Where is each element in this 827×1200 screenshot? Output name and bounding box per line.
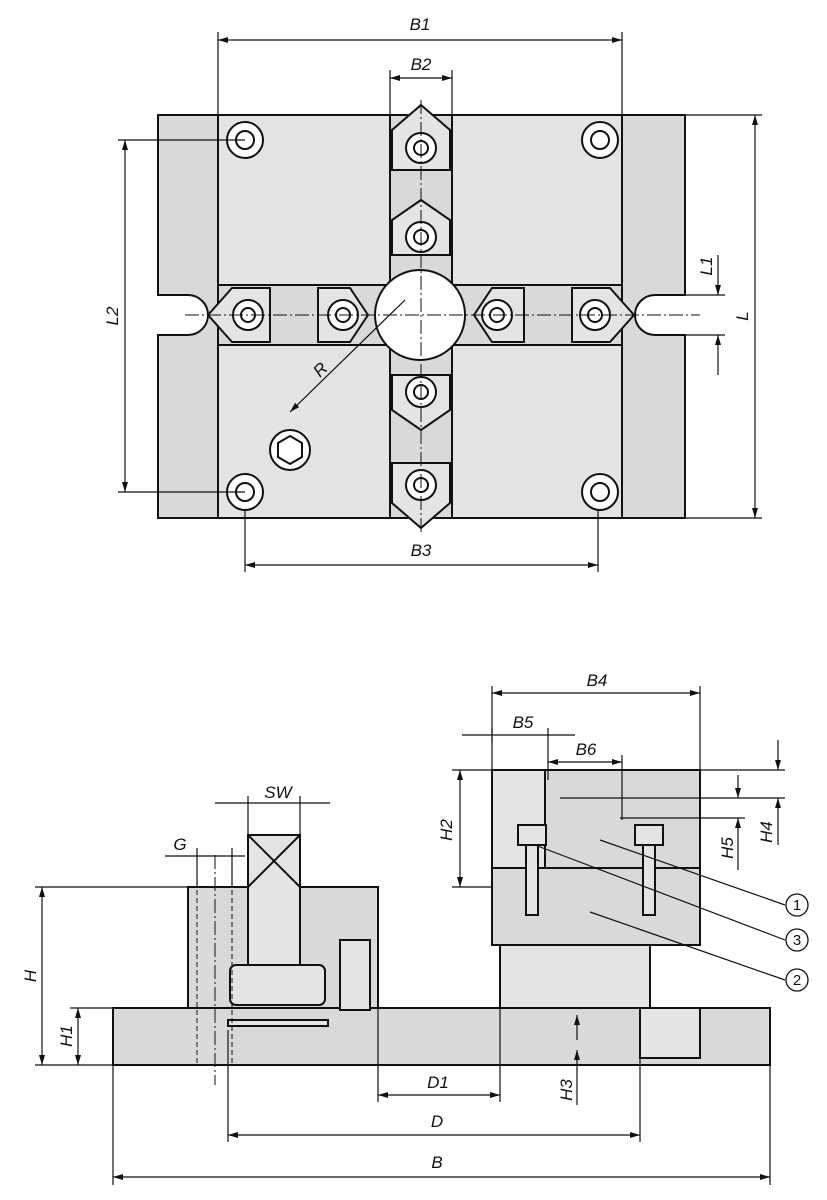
spindle	[247, 834, 301, 966]
dim-label-l: L	[733, 311, 752, 320]
side-view: B4 B5 B6 H2 H4 H5 SW G H H1 D1 H3 D	[21, 671, 809, 1185]
dim-label-sw: SW	[264, 783, 293, 802]
dim-label-h: H	[21, 969, 40, 982]
callout-2: 2	[785, 968, 809, 992]
svg-text:2: 2	[793, 972, 801, 989]
dim-label-h5: H5	[718, 837, 737, 859]
dim-label-h2: H2	[437, 819, 456, 841]
dim-label-d1: D1	[427, 1073, 449, 1092]
dim-label-b6: B6	[576, 740, 597, 759]
dim-label-b5: B5	[513, 713, 534, 732]
top-view: B1 B2 B3 L2 L L1 R	[103, 15, 762, 572]
dim-label-b4: B4	[587, 671, 608, 690]
svg-text:1: 1	[793, 897, 801, 914]
dim-label-l2: L2	[103, 306, 122, 325]
gear	[229, 964, 326, 1006]
hex-drive	[269, 429, 311, 471]
svg-text:3: 3	[793, 932, 801, 949]
dim-label-b3: B3	[411, 541, 432, 560]
dim-label-b1: B1	[410, 15, 431, 34]
dim-label-h1: H1	[57, 1025, 76, 1047]
dim-label-d: D	[431, 1112, 443, 1131]
dim-label-l1: L1	[697, 257, 716, 276]
pin	[339, 939, 371, 1011]
dim-label-g: G	[173, 835, 186, 854]
callout-1: 1	[785, 893, 809, 917]
dim-label-b2: B2	[411, 55, 432, 74]
dim-label-h3: H3	[557, 1079, 576, 1101]
dim-label-b: B	[431, 1153, 442, 1172]
dim-label-h4: H4	[757, 821, 776, 843]
callout-3: 3	[785, 928, 809, 952]
